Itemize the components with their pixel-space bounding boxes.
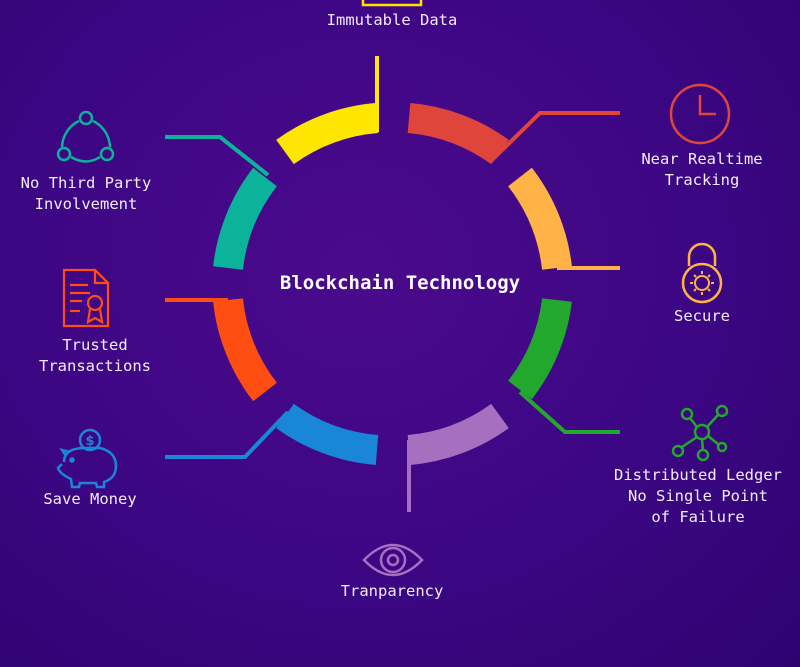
arc-ledger — [507, 297, 572, 400]
share-nodes-icon — [56, 110, 115, 163]
segment-ledger — [507, 297, 620, 434]
connector-tracking — [488, 111, 620, 164]
network-nodes-icon — [671, 404, 729, 462]
connector-ledger — [518, 390, 620, 434]
label-ledger: Distributed Ledger No Single Point of Fa… — [614, 466, 782, 526]
certificate-icon — [62, 268, 110, 328]
label-save: Save Money — [43, 490, 137, 508]
connector-thirdparty — [165, 135, 270, 177]
label-trusted: Trusted Transactions — [39, 336, 151, 375]
padlock-icon — [681, 242, 723, 304]
arc-save — [276, 403, 379, 465]
label-secure: Secure — [674, 307, 730, 325]
eye-icon — [362, 543, 424, 577]
arc-thirdparty — [213, 167, 278, 271]
segment-save — [165, 403, 379, 465]
segment-immutable — [276, 56, 379, 165]
document-icon — [361, 0, 423, 7]
svg-text:$: $ — [85, 434, 94, 449]
segment-transparency — [407, 403, 509, 512]
piggy-bank-icon: $ — [56, 428, 118, 489]
clock-icon — [669, 83, 731, 145]
segment-thirdparty — [165, 135, 278, 271]
arc-tracking — [407, 103, 509, 165]
diagram-title: Blockchain Technology — [279, 272, 521, 294]
segment-trusted — [165, 298, 278, 402]
segment-tracking — [407, 103, 620, 165]
segment-secure — [507, 167, 620, 271]
label-immutable: Immutable Data — [326, 11, 458, 29]
arc-secure — [507, 167, 572, 271]
label-tracking: Near Realtime Tracking — [641, 150, 763, 189]
arc-trusted — [213, 298, 278, 402]
connector-save — [165, 410, 290, 459]
arc-transparency — [407, 403, 509, 465]
label-transparency: Tranparency — [340, 582, 444, 600]
arc-immutable — [276, 103, 379, 165]
label-thirdparty: No Third Party Involvement — [20, 174, 152, 213]
